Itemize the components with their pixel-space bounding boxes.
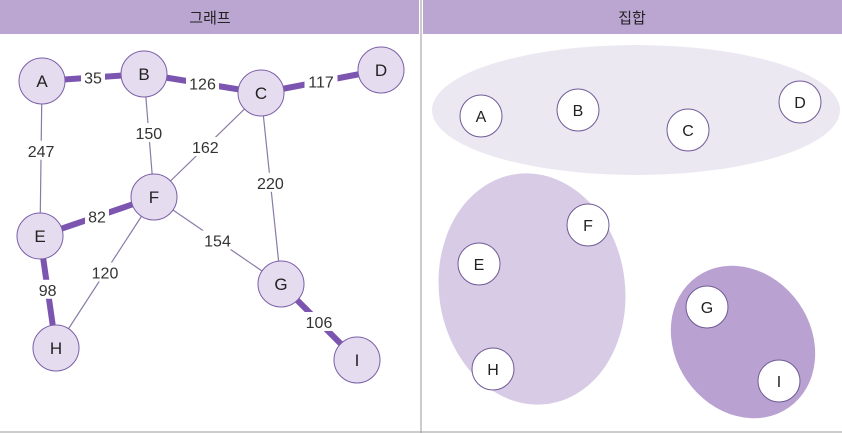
- edge-weight-C-F: 162: [192, 140, 219, 157]
- graph-node-G: [257, 260, 305, 308]
- graph-node-B: [120, 50, 168, 98]
- set-nodes: A B C D E F H G I: [457, 80, 822, 403]
- edge-weight-C-D: 117: [308, 75, 334, 92]
- edge-weight-bg: [35, 279, 60, 299]
- set-header-bar: [423, 0, 842, 34]
- graph-node-E: [16, 212, 64, 260]
- graph-node-I: [333, 336, 381, 384]
- edge-weight-bg: [304, 71, 338, 91]
- graph-node-label-B: B: [138, 65, 149, 84]
- graph-nodes: A B C D E F G H I: [16, 46, 405, 384]
- graph-node-label-H: H: [50, 339, 62, 358]
- edge-weight-E-F: 82: [88, 210, 106, 227]
- set-node-label-H: H: [487, 362, 499, 379]
- graph-node-C: [237, 69, 285, 117]
- set-node-label-E: E: [474, 257, 485, 274]
- edge-weight-bg: [24, 140, 58, 160]
- edge-weight-C-G: 220: [257, 176, 284, 193]
- edge-weight-F-H: 120: [92, 266, 119, 283]
- set-node-D: [778, 80, 822, 124]
- set-node-G: [685, 285, 729, 329]
- edge-weight-B-C: 126: [189, 77, 216, 94]
- edge-weight-bg: [88, 262, 122, 282]
- edge-weight-A-B: 35: [84, 71, 102, 88]
- graph-node-label-F: F: [149, 188, 159, 207]
- edge-weight-bg: [186, 73, 219, 93]
- edge-weight-bg: [85, 206, 109, 226]
- set-node-A: [459, 94, 503, 138]
- set-node-label-F: F: [583, 218, 593, 235]
- set-group-1: [432, 45, 840, 175]
- graph-node-label-D: D: [375, 61, 387, 80]
- set-group-3: [670, 265, 816, 419]
- edge-weight-bg: [81, 67, 105, 87]
- set-header-title: 집합: [618, 9, 646, 27]
- edge-weight-B-F: 150: [135, 126, 162, 143]
- graph-header-bar: [0, 0, 419, 34]
- edge-weight-G-I: 106: [306, 315, 333, 332]
- edge-weight-bg: [253, 172, 287, 192]
- set-node-label-C: C: [682, 123, 694, 140]
- edge-weight-bg: [132, 123, 166, 143]
- set-node-F: [566, 203, 610, 247]
- graph-node-A: [18, 57, 66, 105]
- set-node-E: [457, 242, 501, 286]
- graph-node-F: [130, 173, 178, 221]
- graph-weights: 35 126 117 247 150 162 220 82 154 120 98 106: [24, 67, 338, 332]
- graph-node-label-G: G: [274, 275, 287, 294]
- set-group-2: [438, 173, 626, 405]
- set-node-label-B: B: [573, 103, 584, 120]
- set-node-label-A: A: [476, 109, 487, 126]
- set-node-label-I: I: [777, 374, 781, 391]
- edge-weight-A-E: 247: [28, 144, 55, 161]
- edge-weight-bg: [188, 137, 222, 157]
- graph-node-H: [32, 324, 80, 372]
- set-node-label-G: G: [701, 300, 713, 317]
- set-node-B: [556, 88, 600, 132]
- set-node-H: [471, 347, 515, 391]
- graph-node-label-E: E: [34, 227, 45, 246]
- graph-node-label-A: A: [36, 72, 48, 91]
- edge-weight-bg: [302, 312, 336, 331]
- graph-node-D: [357, 46, 405, 94]
- set-node-I: [757, 359, 801, 403]
- set-node-C: [666, 108, 710, 152]
- graph-node-label-C: C: [255, 84, 267, 103]
- edge-weight-F-G: 154: [204, 234, 231, 251]
- edge-weight-E-H: 98: [39, 283, 57, 300]
- set-node-label-D: D: [794, 95, 806, 112]
- graph-node-label-I: I: [355, 351, 360, 370]
- graph-header-title: 그래프: [189, 9, 231, 27]
- edge-weight-bg: [201, 230, 234, 250]
